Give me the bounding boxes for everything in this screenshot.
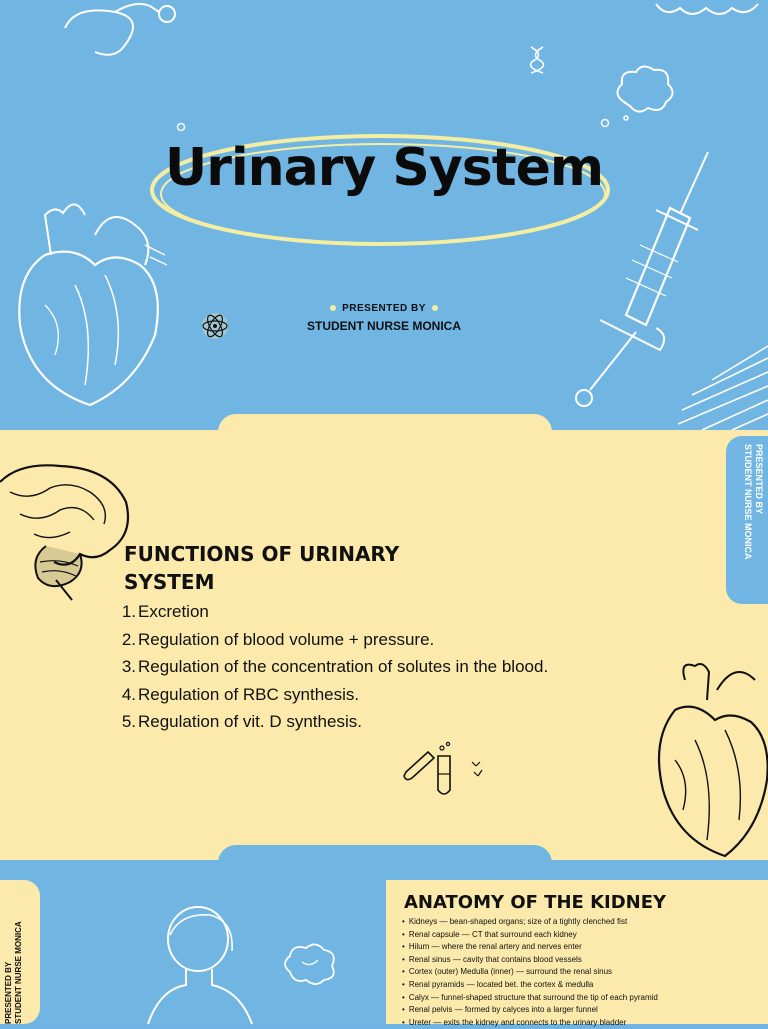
stethoscope-icon bbox=[64, 3, 176, 56]
test-tubes-icon bbox=[403, 741, 483, 795]
list-item: 1.Excretion bbox=[121, 602, 209, 621]
cloud-doodle-icon bbox=[616, 65, 674, 121]
list-item: 4.Regulation of RBC synthesis. bbox=[121, 684, 360, 704]
bullet-dot bbox=[330, 305, 337, 312]
functions-heading-line1: FUNCTIONS OF URINARY bbox=[124, 542, 400, 566]
list-item: Renal sinus — cavity that contains blood… bbox=[402, 954, 658, 967]
cloud-icon bbox=[655, 3, 759, 15]
list-item: Cortex (outer) Medulla (inner) — surroun… bbox=[402, 966, 658, 979]
cloud-doodle-icon bbox=[284, 943, 335, 985]
presented-by-side-tab: PRESENTED BY STUDENT NURSE MONICA bbox=[726, 436, 768, 604]
anatomy-list: Kidneys — bean-shaped organs; size of a … bbox=[402, 916, 658, 1029]
slide-tab bbox=[218, 414, 552, 454]
list-item: Renal capsule — CT that surround each ki… bbox=[402, 929, 658, 942]
syringe-illustration bbox=[575, 151, 709, 407]
circle-doodle-icon bbox=[176, 122, 186, 132]
functions-heading: FUNCTIONS OF URINARY SYSTEM bbox=[124, 540, 399, 596]
title-slide bbox=[0, 0, 768, 430]
slide-tab bbox=[218, 845, 552, 885]
list-item: 3.Regulation of the concentration of sol… bbox=[121, 657, 549, 676]
presented-by-text: PRESENTED BY bbox=[342, 303, 426, 314]
person-illustration bbox=[147, 906, 253, 1025]
bullet-dot bbox=[431, 305, 438, 312]
list-item: Renal pyramids — located bet. the cortex… bbox=[402, 979, 658, 992]
slide-title: Urinary System bbox=[164, 138, 604, 198]
heart-illustration bbox=[657, 663, 768, 858]
side-tab-author: STUDENT NURSE MONICA bbox=[14, 921, 23, 1024]
title-scribble-oval bbox=[150, 134, 610, 246]
list-item: Renal pelvis — formed by calyces into a … bbox=[402, 1004, 658, 1017]
functions-list: 1.Excretion 2.Regulation of blood volume… bbox=[112, 598, 548, 736]
list-item: 2.Regulation of blood volume + pressure. bbox=[121, 629, 435, 649]
brain-illustration bbox=[0, 464, 130, 601]
dna-icon bbox=[529, 46, 545, 74]
presented-by-side-tab: PRESENTED BY STUDENT NURSE MONICA bbox=[0, 880, 40, 1024]
list-item: Ureter — exits the kidney and connects t… bbox=[402, 1017, 658, 1029]
list-item: Calyx — funnel-shaped structure that sur… bbox=[402, 992, 658, 1005]
side-tab-presented-by: PRESENTED BY bbox=[4, 961, 13, 1024]
presented-by-label: PRESENTED BY bbox=[0, 303, 768, 314]
list-item: Hilum — where the renal artery and nerve… bbox=[402, 941, 658, 954]
anatomy-heading: ANATOMY OF THE KIDNEY bbox=[404, 892, 667, 913]
side-tab-presented-by: PRESENTED BY bbox=[754, 444, 764, 515]
functions-heading-line2: SYSTEM bbox=[124, 570, 215, 594]
author-name: STUDENT NURSE MONICA bbox=[306, 319, 461, 333]
functions-slide bbox=[0, 430, 768, 860]
heart-illustration bbox=[18, 203, 168, 407]
list-item: Kidneys — bean-shaped organs; size of a … bbox=[402, 916, 658, 929]
ray-lines-decoration bbox=[677, 345, 768, 431]
side-tab-author: STUDENT NURSE MONICA bbox=[743, 444, 753, 560]
anatomy-panel: ANATOMY OF THE KIDNEY Kidneys — bean-sha… bbox=[386, 880, 768, 1027]
circle-doodle-icon bbox=[600, 118, 610, 128]
atom-icon bbox=[202, 313, 228, 339]
list-item: 5.Regulation of vit. D synthesis. bbox=[121, 712, 362, 731]
